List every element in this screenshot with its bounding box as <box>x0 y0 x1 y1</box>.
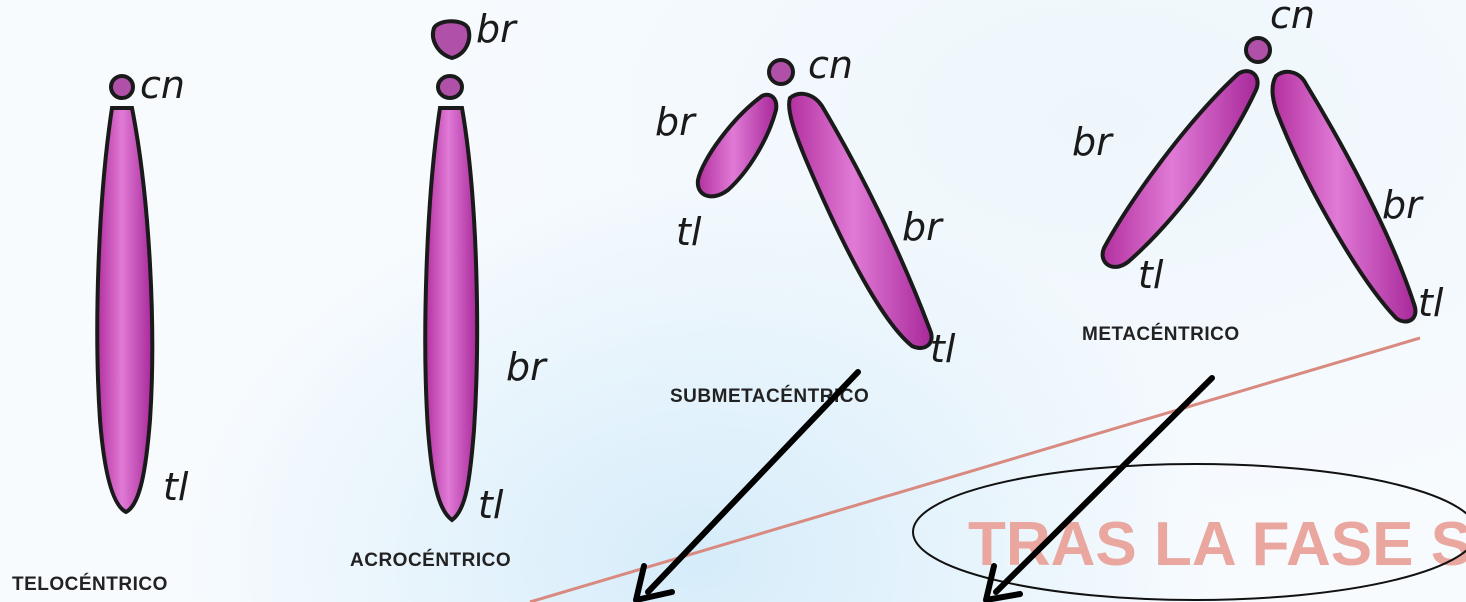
acrocentric-long-arm-label: br <box>506 345 548 389</box>
telocentric-telomere-label: tl <box>163 465 189 509</box>
telocentric-chromosome: cn tl TELOCÉNTRICO <box>12 63 189 595</box>
submetacentric-telomere-long-label: tl <box>930 327 956 371</box>
telocentric-centromere-label: cn <box>140 63 185 107</box>
metacentric-right-arm-label: br <box>1382 183 1424 227</box>
metacentric-telomere-right-label: tl <box>1418 281 1444 325</box>
acrocentric-short-arm-label: br <box>476 7 518 51</box>
acrocentric-telomere-label: tl <box>478 483 504 527</box>
metacentric-telomere-left-label: tl <box>1138 253 1164 297</box>
acrocentric-name: ACROCÉNTRICO <box>350 549 511 571</box>
acrocentric-short-arm <box>433 21 469 58</box>
acrocentric-centromere <box>438 76 462 98</box>
metacentric-left-arm-label: br <box>1072 120 1114 164</box>
submetacentric-short-arm <box>698 95 776 197</box>
telocentric-arm <box>97 108 152 512</box>
submetacentric-centromere-label: cn <box>808 43 853 87</box>
submetacentric-short-arm-label: br <box>655 100 697 144</box>
acrocentric-chromosome: br br tl ACROCÉNTRICO <box>350 7 548 571</box>
metacentric-chromosome: cn br tl br tl METACÉNTRICO <box>1072 0 1444 345</box>
submetacentric-chromosome: cn br tl br tl SUBMETACÉNTRICO <box>655 43 956 407</box>
telocentric-centromere <box>111 76 133 98</box>
submetacentric-telomere-short-label: tl <box>676 210 702 254</box>
acrocentric-long-arm <box>425 108 477 520</box>
submetacentric-long-arm-label: br <box>902 205 944 249</box>
metacentric-name: METACÉNTRICO <box>1082 323 1240 345</box>
metacentric-centromere <box>1246 38 1270 62</box>
submetacentric-centromere <box>769 60 793 84</box>
telocentric-name: TELOCÉNTRICO <box>12 573 168 595</box>
metacentric-left-arm <box>1103 71 1258 267</box>
metacentric-centromere-label: cn <box>1270 0 1315 37</box>
